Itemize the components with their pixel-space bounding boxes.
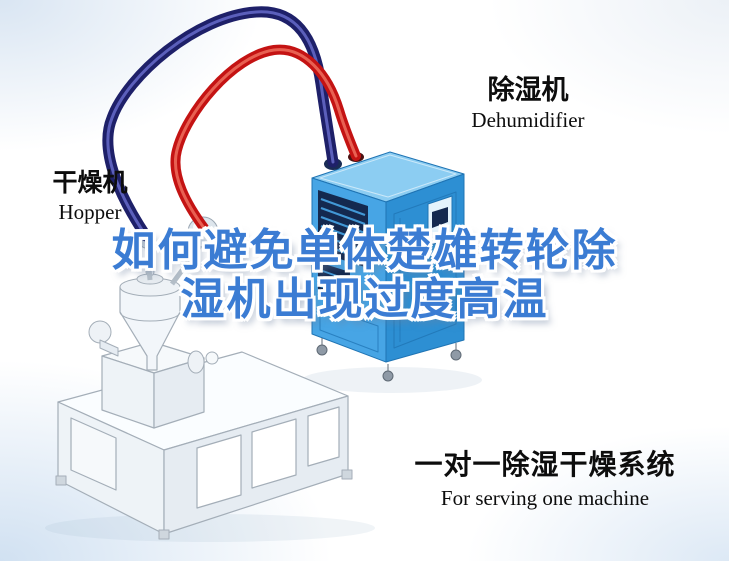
machine-foot [55,475,67,486]
front-door-outline [319,305,379,353]
side-door-outline [393,191,457,349]
headline: 如何避免单体楚雄转轮除 湿机出现过度高温 [0,226,729,325]
headline-line-1: 如何避免单体楚雄转轮除 [111,226,618,275]
casters [316,338,462,382]
hopper-label: 干燥机 Hopper [40,169,140,224]
control-display [432,207,448,228]
machine-shadow [45,514,375,542]
headline-line-2: 湿机出现过度高温 [180,275,549,325]
dehumidifier-label-en: Dehumidifier [471,107,585,132]
machine-door-panel [307,406,340,467]
return-pipe [144,245,153,281]
navy-hose [102,6,339,242]
navy-hose-highlight [106,10,335,238]
machine-door-panel [196,434,242,509]
machine-tower-right [153,357,205,429]
hopper-label-en: Hopper [58,199,122,224]
system-label: 一对一除湿干燥系统 For serving one machine [396,449,694,510]
red-hose-highlight [174,48,358,230]
system-label-en: For serving one machine [440,485,650,510]
machine-side-panel [70,417,117,491]
vent-grid-slats [319,269,349,297]
motor-cap [205,351,219,365]
extruder-machine [55,216,353,540]
drying-hopper [119,286,181,371]
dehumidifier-label: 除湿机 Dehumidifier [450,75,606,132]
hopper-label-cn: 干燥机 [52,169,128,197]
dehumidifier-unit [311,151,465,382]
blower-duct [99,339,119,357]
hoses [102,6,361,242]
machine-door-panel [251,418,297,489]
system-label-cn: 一对一除湿干燥系统 [414,449,676,480]
machine-foot [158,529,170,540]
motor-cylinder [187,350,205,374]
supply-pipe [169,244,203,286]
machine-foot [341,469,353,480]
vent-slats [320,197,366,262]
unit-top-inner-line [319,154,457,198]
dehumidifier-label-cn: 除湿机 [487,75,569,105]
hopper-weld-line [119,311,181,322]
dehumidifier-shadow [302,367,482,393]
